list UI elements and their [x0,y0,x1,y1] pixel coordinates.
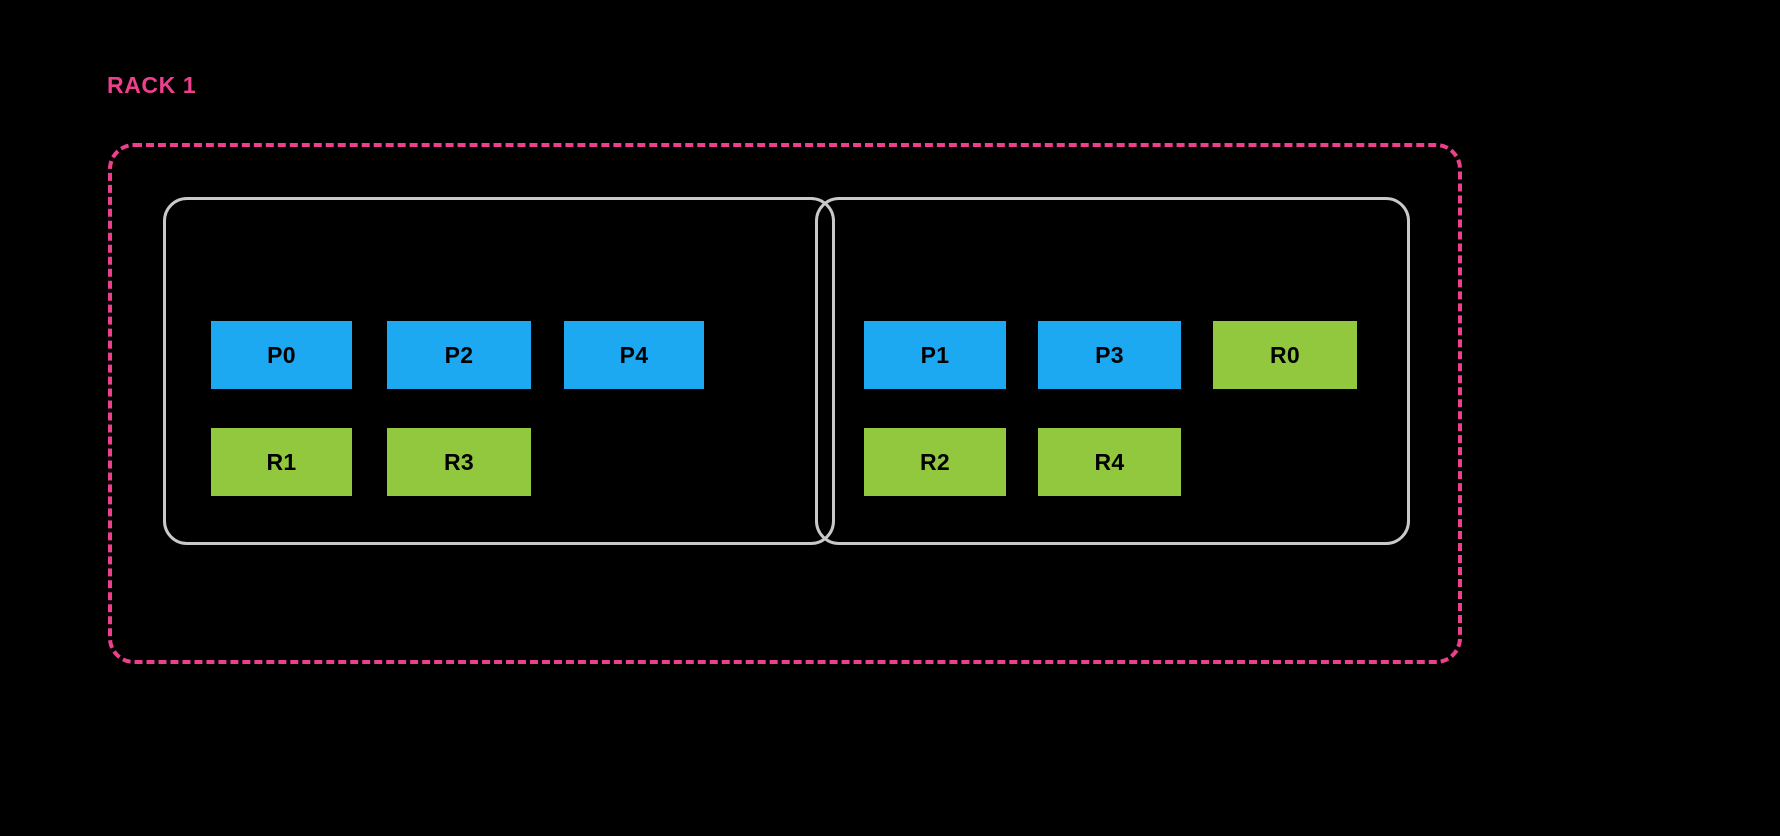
node-box-left [163,197,835,545]
block-r0: R0 [1213,321,1357,389]
rack-boundary [108,143,1462,664]
block-r1: R1 [211,428,352,496]
block-r3: R3 [387,428,531,496]
node-box-right [815,197,1410,545]
block-r2: R2 [864,428,1006,496]
block-p0: P0 [211,321,352,389]
block-p1: P1 [864,321,1006,389]
block-p3: P3 [1038,321,1181,389]
block-r4: R4 [1038,428,1181,496]
block-p4: P4 [564,321,704,389]
block-p2: P2 [387,321,531,389]
rack-label: RACK 1 [107,72,197,98]
